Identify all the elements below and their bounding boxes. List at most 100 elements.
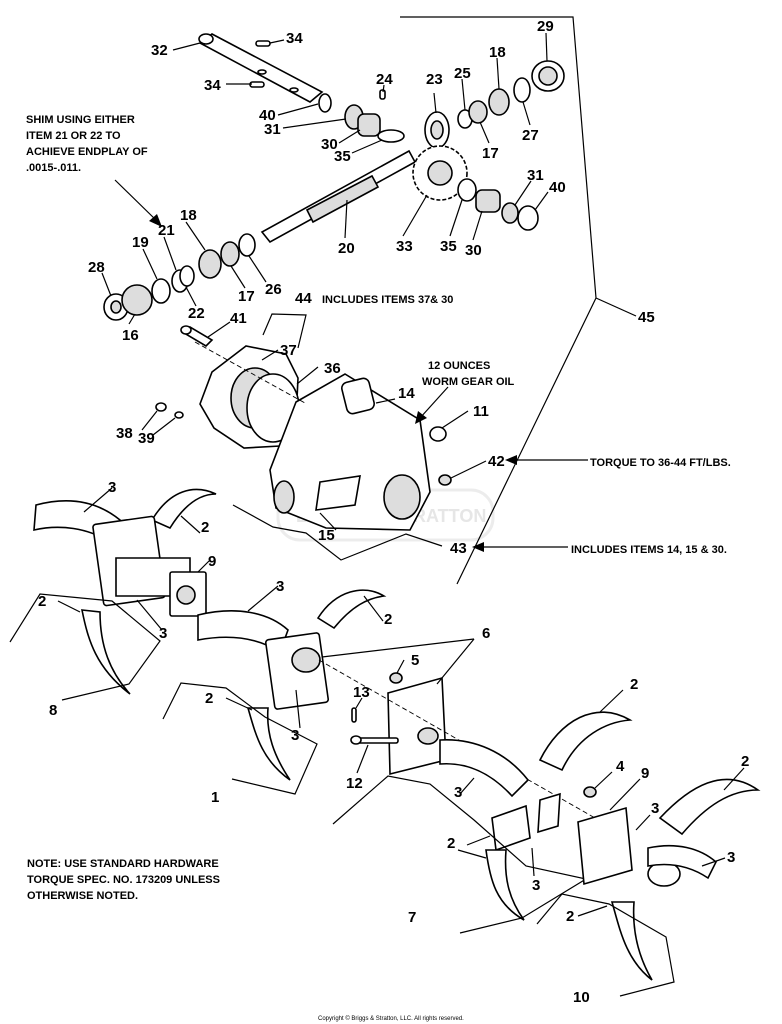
bearing-17b [220,241,240,267]
callout-44: 44 [295,290,312,307]
callout-16: 16 [122,327,139,344]
torque-arrowhead [505,455,517,465]
bracket-10 [536,893,675,997]
standard-hardware-note-line-2: TORQUE SPEC. NO. 173209 UNLESS [27,874,220,886]
callout-38: 38 [116,425,133,442]
callout-14: 14 [398,385,415,402]
ring-27 [513,77,531,103]
callout-25: 25 [454,65,471,82]
callout-21: 21 [158,222,175,239]
callout-37: 37 [280,342,297,359]
tine-2 [538,711,633,772]
tine-2b [610,901,653,981]
tine-2b [246,707,291,781]
cone-30b [475,189,501,213]
callout-28: 28 [88,259,105,276]
copyright-text: Copyright © Briggs & Stratton, LLC. All … [318,1015,464,1022]
shim-note-line-4: .0015-.011. [26,162,81,174]
callout-2: 2 [205,690,213,707]
callout-11: 11 [473,403,489,420]
callout-31: 31 [264,121,281,138]
screw-38 [155,402,167,412]
callout-24: 24 [376,71,393,88]
callout-31: 31 [527,167,544,184]
leader-45 [595,297,637,317]
torque-42-note: TORQUE TO 36-44 FT/LBS. [590,457,731,469]
cup-18 [488,88,510,116]
callout-2: 2 [741,753,749,770]
tine-2 [658,778,761,836]
tine-2b [485,849,525,921]
callout-27: 27 [522,127,539,144]
cone-30 [357,113,381,137]
tine-2 [150,488,217,530]
worm-shaft-20 [260,149,417,244]
cup-18b [198,249,222,279]
assembly-line-upper [194,341,306,404]
callout-18: 18 [180,207,197,224]
callout-26: 26 [265,281,282,298]
blade-bracket-b [537,792,561,834]
callout-2: 2 [566,908,574,925]
shim-note-line-1: SHIM USING EITHER [26,114,135,126]
callout-20: 20 [338,240,355,257]
callout-40: 40 [549,179,566,196]
callout-41: 41 [230,310,247,327]
includes-43-arrowhead [472,542,484,552]
assembly-line-lower [318,659,596,819]
shim-arrowhead [149,214,162,227]
bracket-43 [232,504,443,561]
callout-42: 42 [488,453,505,470]
callout-34: 34 [286,30,303,47]
oil-note-line-1: 12 OUNCES [428,360,490,372]
callout-numbers: 32 34 34 24 40 31 30 35 23 25 18 29 27 1… [38,18,749,1006]
shaft-32 [198,33,324,103]
bolt-41 [180,325,214,348]
cap-29 [531,60,565,92]
washer-40b [517,205,539,231]
callout-23: 23 [426,71,443,88]
clevis-pin-12 [350,735,399,745]
callout-29: 29 [537,18,554,35]
bearing-17 [468,100,488,124]
callout-3: 3 [727,849,735,866]
plug-42 [438,474,452,486]
standard-hardware-note-line-1: NOTE: USE STANDARD HARDWARE [27,858,219,870]
standard-hardware-note-line-3: OTHERWISE NOTED. [27,890,138,902]
callout-30: 30 [465,242,482,259]
callout-2: 2 [38,593,46,610]
callout-3: 3 [108,479,116,496]
tine-2b [81,609,131,695]
callout-2: 2 [384,611,392,628]
shim-22 [179,265,195,287]
callout-1: 1 [211,789,219,806]
worm-gear-23 [424,111,450,149]
callout-3: 3 [291,727,299,744]
callout-13: 13 [353,684,370,701]
callout-33: 33 [396,238,413,255]
bracket-1 [162,682,318,795]
callout-10: 10 [573,989,590,1006]
callout-22: 22 [188,305,205,322]
plug-11 [429,426,447,442]
callout-8: 8 [49,702,57,719]
bracket-45 [400,16,597,585]
hub [291,647,321,673]
callout-2: 2 [201,519,209,536]
hub-bore [176,585,196,605]
flange-6 [387,676,447,776]
bracket-7 [332,775,588,934]
callout-40: 40 [259,107,276,124]
shim-note-line-2: ITEM 21 OR 22 TO [26,130,121,142]
washer-35 [377,129,405,143]
hairpin-13 [351,707,357,723]
callout-43: 43 [450,540,467,557]
callout-19: 19 [132,234,149,251]
oil-note-line-2: WORM GEAR OIL [422,376,515,388]
tine-3 [647,844,717,880]
includes-44-note: INCLUDES ITEMS 37& 30 [322,294,453,306]
leader-lines [57,32,745,917]
callout-35: 35 [440,238,457,255]
blade-bracket [491,804,531,852]
